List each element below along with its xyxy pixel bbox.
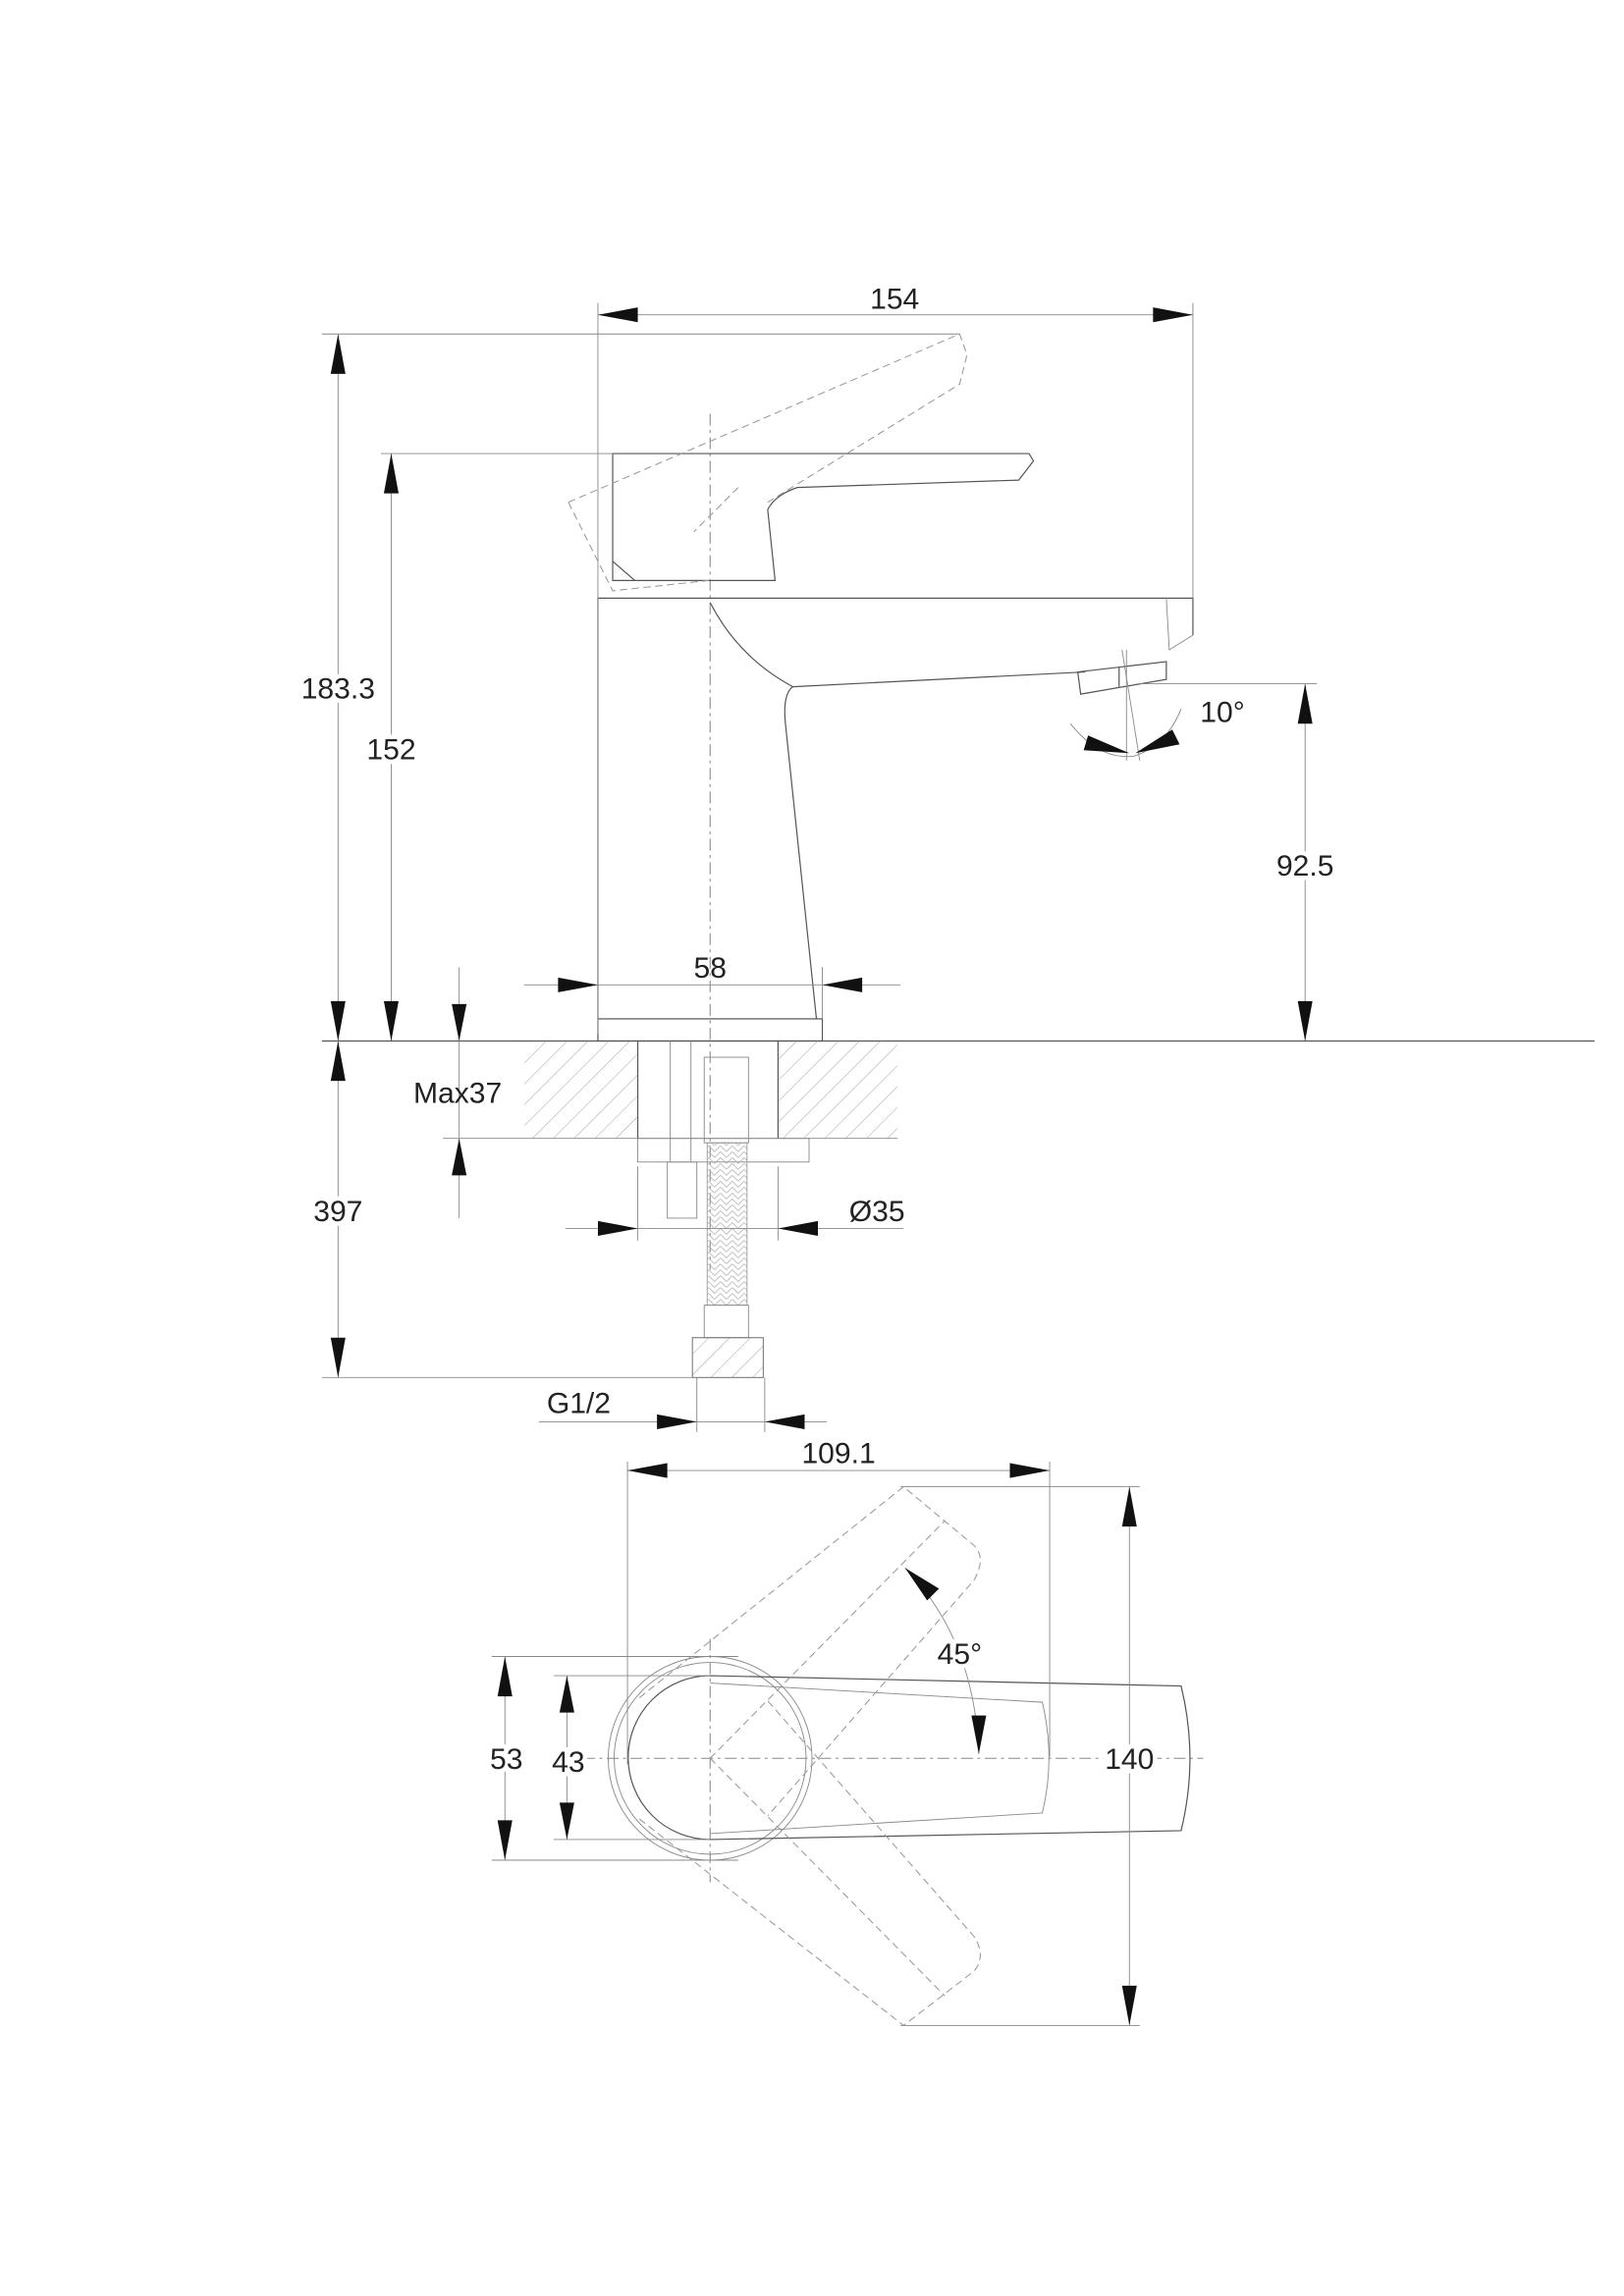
hose-fitting-top	[703, 1056, 749, 1144]
dim-spout-height: 92.5	[1276, 850, 1334, 882]
dim-base-inner: 43	[552, 1746, 584, 1779]
lever-swing-lower	[638, 1700, 981, 2027]
dim-lever-swing-width: 140	[1105, 1743, 1154, 1776]
spout-tip	[1165, 598, 1194, 651]
handle	[612, 453, 1035, 581]
dim-depth: 109.1	[801, 1438, 875, 1470]
dim-max-counter-thickness: Max37	[413, 1078, 502, 1110]
dim-base-outer: 53	[490, 1743, 522, 1776]
counter-section-right	[778, 1041, 898, 1139]
aerator	[1076, 661, 1167, 695]
plan-view: 109.1 140 53 43 45°	[486, 1438, 1204, 2027]
dim-hose-length: 397	[313, 1196, 362, 1228]
hose-connector-nut	[691, 1337, 764, 1378]
mounting-stud	[667, 1041, 698, 1219]
braided-hose	[706, 1142, 748, 1307]
counter-section-left	[523, 1041, 638, 1139]
dim-hole-diameter: Ø35	[849, 1196, 905, 1228]
faucet-body	[597, 597, 1194, 1019]
handle-raised-hidden	[568, 333, 968, 592]
lever-plan	[627, 1675, 1191, 1841]
hose-fitting-bottom	[703, 1305, 749, 1339]
dim-lever-angle: 45°	[938, 1638, 982, 1671]
side-view: 154 183.3 152 92.5 10° 58	[297, 284, 1595, 1432]
dim-overall-width: 154	[870, 284, 919, 316]
dim-connection-thread: G1/2	[547, 1387, 611, 1419]
dim-base-diameter: 58	[694, 952, 727, 985]
lever-swing-upper	[638, 1485, 981, 1817]
dim-spout-angle: 10°	[1200, 697, 1244, 729]
dim-overall-height: 183.3	[301, 673, 375, 706]
dim-handle-height: 152	[366, 733, 415, 766]
